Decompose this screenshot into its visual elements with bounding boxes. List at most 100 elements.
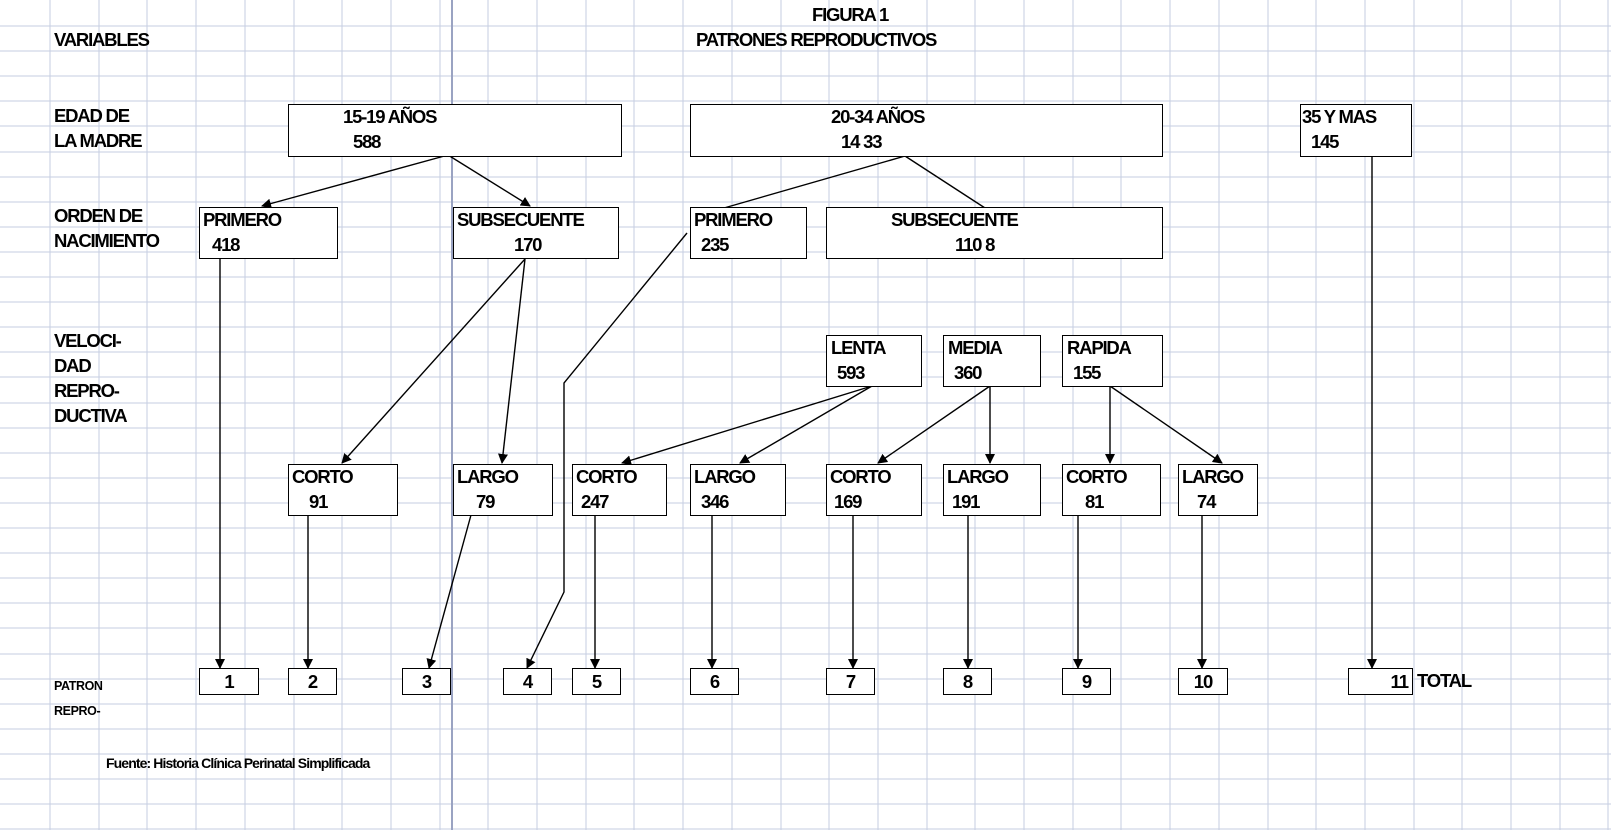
arrow-largo79-p3 — [426, 514, 472, 669]
box-value: 74 — [1197, 491, 1216, 512]
label-velocidad-line1: VELOCI- — [54, 330, 122, 351]
box-velocidad-rapida: RAPIDA 155 — [1062, 335, 1163, 387]
patron-number: 10 — [1193, 671, 1214, 692]
label-edad-line2: LA MADRE — [54, 130, 143, 151]
box-intervalo-largo-4: LARGO 74 — [1178, 464, 1258, 516]
box-velocidad-media: MEDIA 360 — [943, 335, 1041, 387]
patron-box-7: 7 — [826, 668, 875, 695]
patron-box-6: 6 — [690, 668, 739, 695]
box-label: LARGO — [694, 466, 756, 487]
box-label: SUBSECUENTE — [457, 209, 585, 230]
label-velocidad-line2: DAD — [54, 355, 92, 376]
arrow-media-corto — [877, 385, 991, 464]
box-label: RAPIDA — [1067, 337, 1132, 358]
arrow-edad1-primero — [261, 154, 449, 209]
arrow-primero2-p4 — [526, 232, 688, 669]
patron-box-2: 2 — [288, 668, 337, 695]
box-label: MEDIA — [948, 337, 1003, 358]
patron-box-10: 10 — [1178, 668, 1228, 695]
label-edad-line1: EDAD DE — [54, 105, 130, 126]
box-value: 169 — [834, 491, 862, 512]
arrow-subsecuente-corto — [341, 258, 526, 464]
box-intervalo-largo-3: LARGO 191 — [943, 464, 1041, 516]
figure-title: FIGURA 1 — [812, 4, 889, 25]
box-value: 155 — [1073, 362, 1101, 383]
patron-number: 1 — [224, 671, 234, 692]
total-label: TOTAL — [1417, 670, 1472, 691]
box-intervalo-largo-1: LARGO 79 — [453, 464, 553, 516]
label-velocidad-line4: DUCTIVA — [54, 405, 128, 426]
arrow-edad1-subsecuente — [447, 154, 531, 207]
box-label: SUBSECUENTE — [891, 209, 1019, 230]
box-label: LENTA — [831, 337, 887, 358]
box-label: 20-34 AÑOS — [831, 106, 925, 127]
box-value: 235 — [701, 234, 729, 255]
box-value: 593 — [837, 362, 865, 383]
box-intervalo-corto-1: CORTO 91 — [288, 464, 398, 516]
arrow-lenta-corto — [621, 385, 873, 466]
box-velocidad-lenta: LENTA 593 — [826, 335, 922, 387]
box-label: CORTO — [1066, 466, 1128, 487]
patron-number: 6 — [709, 671, 720, 692]
box-value: 588 — [353, 131, 381, 152]
box-edad-35-mas: 35 Y MAS 145 — [1300, 104, 1412, 157]
label-patron-line2: REPRO- — [54, 704, 101, 718]
box-intervalo-corto-3: CORTO 169 — [826, 464, 922, 516]
box-edad-15-19: 15-19 AÑOS 588 — [288, 104, 622, 157]
patron-number: 5 — [591, 671, 602, 692]
box-orden-subsecuente-2: SUBSECUENTE 110 8 — [826, 207, 1163, 259]
box-value: 418 — [212, 234, 240, 255]
box-value: 346 — [701, 491, 729, 512]
box-edad-20-34: 20-34 AÑOS 14 33 — [690, 104, 1163, 157]
patron-box-9: 9 — [1062, 668, 1111, 695]
box-value: 79 — [476, 491, 495, 512]
patron-number: 8 — [962, 671, 973, 692]
arrow-lenta-largo — [739, 385, 873, 464]
box-orden-subsecuente-1: SUBSECUENTE 170 — [453, 207, 619, 259]
patron-number: 3 — [421, 671, 432, 692]
box-orden-primero-1: PRIMERO 418 — [199, 207, 338, 259]
box-value: 360 — [954, 362, 982, 383]
line-edad2-subsecuente — [904, 155, 986, 209]
label-orden-line2: NACIMIENTO — [54, 230, 160, 251]
box-value: 14 33 — [841, 131, 883, 152]
arrow-rapida-largo — [1109, 385, 1223, 464]
box-label: LARGO — [457, 466, 519, 487]
box-label: PRIMERO — [203, 209, 282, 230]
box-value: 110 8 — [955, 234, 995, 255]
patron-box-5: 5 — [572, 668, 621, 695]
box-value: 247 — [581, 491, 609, 512]
box-label: PRIMERO — [694, 209, 773, 230]
box-value: 81 — [1085, 491, 1104, 512]
box-label: CORTO — [576, 466, 638, 487]
label-variables: VARIABLES — [54, 29, 150, 50]
source-note: Fuente: Historia Clínica Perinatal Simpl… — [106, 755, 370, 771]
patron-box-3: 3 — [402, 668, 451, 695]
box-value: 145 — [1311, 131, 1339, 152]
patron-box-1: 1 — [199, 668, 259, 695]
box-label: CORTO — [292, 466, 354, 487]
box-label: 15-19 AÑOS — [343, 106, 437, 127]
patron-number: 11 — [1390, 671, 1409, 692]
patron-number: 7 — [845, 671, 856, 692]
patron-box-11: 11 — [1348, 668, 1413, 695]
patron-number: 2 — [307, 671, 318, 692]
label-orden-line1: ORDEN DE — [54, 205, 143, 226]
patron-box-4: 4 — [503, 668, 552, 695]
label-velocidad-line3: REPRO- — [54, 380, 120, 401]
arrow-subsecuente-largo — [498, 258, 526, 464]
patron-number: 9 — [1081, 671, 1092, 692]
box-value: 170 — [514, 234, 542, 255]
line-edad2-primero — [723, 155, 906, 209]
box-value: 91 — [309, 491, 328, 512]
patron-number: 4 — [522, 671, 533, 692]
box-label: 35 Y MAS — [1302, 106, 1377, 127]
box-label: CORTO — [830, 466, 892, 487]
box-value: 191 — [952, 491, 980, 512]
box-intervalo-corto-2: CORTO 247 — [572, 464, 667, 516]
box-label: LARGO — [1182, 466, 1244, 487]
box-intervalo-largo-2: LARGO 346 — [690, 464, 786, 516]
patron-box-8: 8 — [943, 668, 992, 695]
box-label: LARGO — [947, 466, 1009, 487]
